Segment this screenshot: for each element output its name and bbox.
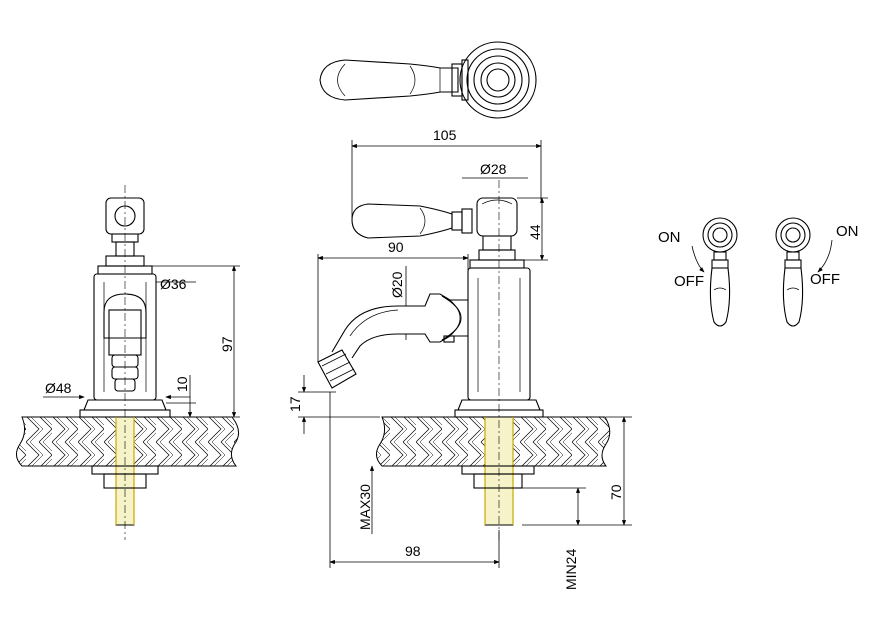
side-view: 105 Ø28 44 90 Ø20 17 MAX30 98 <box>287 127 632 590</box>
dim-height-10: 10 <box>174 376 190 392</box>
off-label-right: OFF <box>810 271 840 288</box>
dim-width-90: 90 <box>388 239 404 255</box>
dim-diameter-28: Ø28 <box>480 161 507 177</box>
dim-height-44: 44 <box>527 224 543 240</box>
dim-width-98: 98 <box>405 543 421 559</box>
on-label-left: ON <box>658 229 681 246</box>
dim-min-24: MIN24 <box>563 549 579 590</box>
dim-height-70: 70 <box>608 484 624 500</box>
off-label-left: OFF <box>674 273 704 290</box>
dim-width-105: 105 <box>433 127 457 143</box>
operation-right: ON OFF <box>775 217 859 327</box>
operation-left: ON OFF <box>658 217 738 327</box>
front-view: Ø36 Ø48 97 10 <box>16 185 240 540</box>
dim-diameter-20: Ø20 <box>389 271 405 298</box>
dim-max-30: MAX30 <box>357 484 373 530</box>
top-view <box>319 41 537 119</box>
on-label-right: ON <box>836 223 859 240</box>
dim-diameter-36: Ø36 <box>160 276 187 292</box>
dim-height-97: 97 <box>219 336 235 352</box>
dim-diameter-48: Ø48 <box>45 380 72 396</box>
dim-height-17: 17 <box>287 396 303 412</box>
